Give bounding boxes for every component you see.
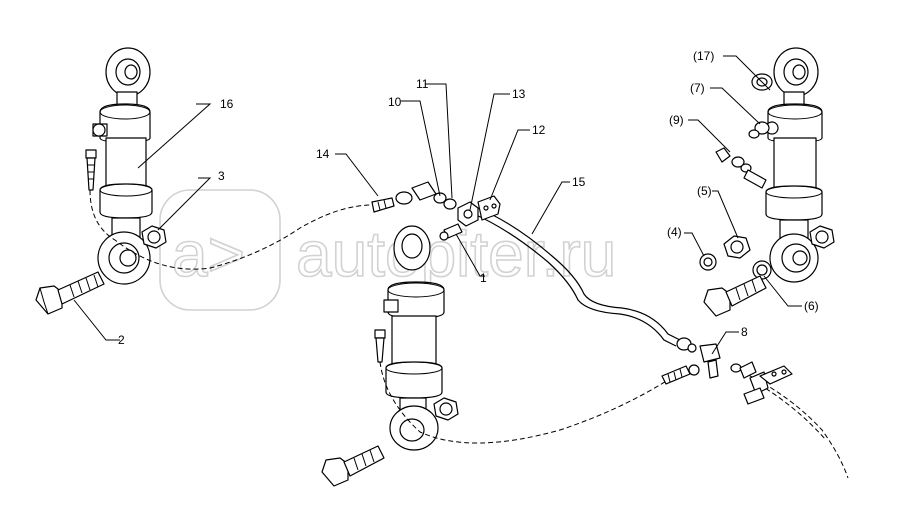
right-nut xyxy=(809,225,835,249)
center-nut xyxy=(433,397,459,421)
right-bolt xyxy=(703,275,767,317)
bracket-13 xyxy=(457,201,479,227)
fitting-14 xyxy=(371,191,413,213)
callout-9: (9) xyxy=(669,113,684,127)
fitting-8 xyxy=(661,337,721,385)
callout-3: 3 xyxy=(218,169,225,183)
fittings-10-11 xyxy=(411,181,457,210)
callout-labels: 1 2 3 (4) (5) (6) (7) 8 (9) 10 11 12 13 … xyxy=(118,49,819,347)
fitting-1 xyxy=(439,223,463,241)
callout-10: 10 xyxy=(388,95,402,109)
callout-12: 12 xyxy=(532,123,546,137)
washer-6 xyxy=(752,260,772,280)
callout-8: 8 xyxy=(741,325,748,339)
callout-16: 16 xyxy=(220,97,234,111)
callout-6: (6) xyxy=(804,299,819,313)
callout-13: 13 xyxy=(512,87,526,101)
center-bolt xyxy=(321,445,385,487)
callout-17: (17) xyxy=(693,49,714,63)
left-cylinder xyxy=(85,47,153,285)
fitting-7 xyxy=(748,121,770,139)
right-end-fittings xyxy=(730,361,793,405)
callout-2: 2 xyxy=(118,333,125,347)
leader-lines xyxy=(73,55,802,355)
nut-5 xyxy=(723,235,751,259)
right-cylinder xyxy=(765,47,823,283)
pipe-15 xyxy=(473,207,681,347)
callout-11: 11 xyxy=(416,77,429,91)
callout-14: 14 xyxy=(316,147,330,161)
callout-1: 1 xyxy=(480,271,487,285)
callout-4: (4) xyxy=(667,225,682,239)
left-nut xyxy=(141,225,167,249)
callout-5: (5) xyxy=(697,184,712,198)
clamp-12 xyxy=(477,195,501,221)
washer-4 xyxy=(699,253,717,271)
fitting-9 xyxy=(715,147,767,189)
callout-7: (7) xyxy=(690,81,705,95)
watermark-symbol: a> xyxy=(172,218,245,290)
center-cylinder xyxy=(374,225,445,451)
callout-15: 15 xyxy=(572,175,586,189)
left-bolt xyxy=(35,271,105,315)
